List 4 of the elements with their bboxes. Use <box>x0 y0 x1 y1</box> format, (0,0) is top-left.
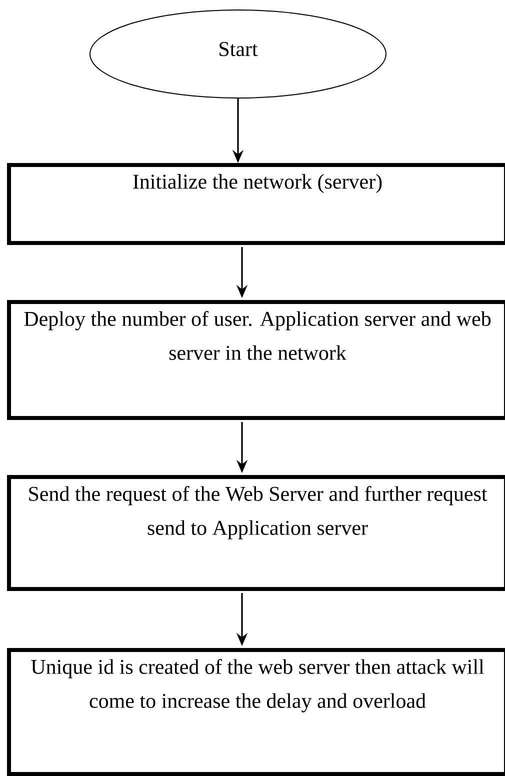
process-box: Initialize the network (server) <box>7 163 505 245</box>
process-box: Send the request of the Web Server and further request send to Application server <box>7 475 505 591</box>
process-box: Unique id is created of the web server then attack will come to increase the delay and overload <box>7 648 505 776</box>
process-box: Deploy the number of user. Application server and web server in the network <box>7 300 505 420</box>
